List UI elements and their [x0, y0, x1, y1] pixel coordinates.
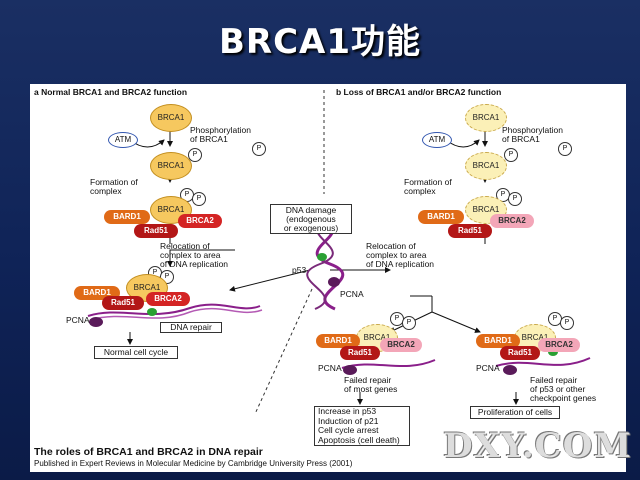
phosphorylation-label: Phosphorylation of BRCA1 [502, 125, 563, 144]
bard1-node: BARD1 [418, 210, 464, 224]
outcome-right-box: Proliferation of cells [470, 406, 560, 419]
p53-label: p53 [292, 265, 307, 275]
pcna-label: PCNA [318, 363, 342, 373]
brca2-loss-node: BRCA2 [538, 338, 580, 352]
phosphate-icon: P [504, 148, 518, 162]
rad51-node: Rad51 [134, 224, 178, 238]
failed-p53-label: Failed repair of p53 or other checkpoint… [530, 375, 597, 403]
brca2-loss-node: BRCA2 [380, 338, 422, 352]
brca2-node: BRCA2 [146, 292, 190, 306]
normal-cycle-box: Normal cell cycle [94, 346, 178, 359]
figure-caption: The roles of BRCA1 and BRCA2 in DNA repa… [34, 446, 263, 458]
brca1-loss-node: BRCA1 [465, 104, 507, 132]
brca1-loss-phos-node: BRCA1 [465, 152, 507, 180]
outcome-left-box: Increase in p53 Induction of p21 Cell cy… [314, 406, 410, 446]
pcna-label: PCNA [66, 315, 90, 325]
rad51-node: Rad51 [448, 224, 492, 238]
relocation-label: Relocation of complex to area of DNA rep… [366, 241, 435, 269]
phosphate-icon: P [192, 192, 206, 206]
phosphate-icon: P [252, 142, 266, 156]
formation-label: Formation of complex [404, 177, 452, 196]
relocation-label: Relocation of complex to area of DNA rep… [160, 241, 229, 269]
phosphate-icon: P [508, 192, 522, 206]
dna-repair-box: DNA repair [160, 322, 222, 333]
pcna-label: PCNA [476, 363, 500, 373]
brca1-phos-node: BRCA1 [150, 152, 192, 180]
diagram-panel: a Normal BRCA1 and BRCA2 function BRCA1 … [30, 84, 626, 472]
atm-node: ATM [108, 132, 138, 148]
formation-label: Formation of complex [90, 177, 138, 196]
phosphate-icon: P [402, 316, 416, 330]
watermark-logo: DXY.COM [443, 426, 632, 466]
bard1-node: BARD1 [316, 334, 360, 348]
slide-title: BRCA1功能 [218, 22, 422, 62]
brca2-node: BRCA2 [178, 214, 222, 228]
phosphorylation-label: Phosphorylation of BRCA1 [190, 125, 251, 144]
atm-node: ATM [422, 132, 452, 148]
phosphate-icon: P [558, 142, 572, 156]
bard1-node: BARD1 [476, 334, 520, 348]
rad51-node: Rad51 [102, 296, 144, 310]
panel-b-heading: b Loss of BRCA1 and/or BRCA2 function [336, 87, 502, 97]
bard1-node: BARD1 [104, 210, 150, 224]
brca2-loss-node: BRCA2 [490, 214, 534, 228]
brca1-node: BRCA1 [150, 104, 192, 132]
failed-most-label: Failed repair of most genes [344, 375, 398, 394]
phosphate-icon: P [188, 148, 202, 162]
center-pcna-label: PCNA [340, 289, 364, 299]
phosphate-icon: P [560, 316, 574, 330]
rad51-node: Rad51 [500, 346, 540, 360]
rad51-node: Rad51 [340, 346, 380, 360]
dna-damage-box: DNA damage (endogenous or exogenous) [270, 204, 352, 234]
panel-a-heading: a Normal BRCA1 and BRCA2 function [34, 87, 188, 97]
figure-publisher: Published in Expert Reviews in Molecular… [34, 459, 353, 468]
